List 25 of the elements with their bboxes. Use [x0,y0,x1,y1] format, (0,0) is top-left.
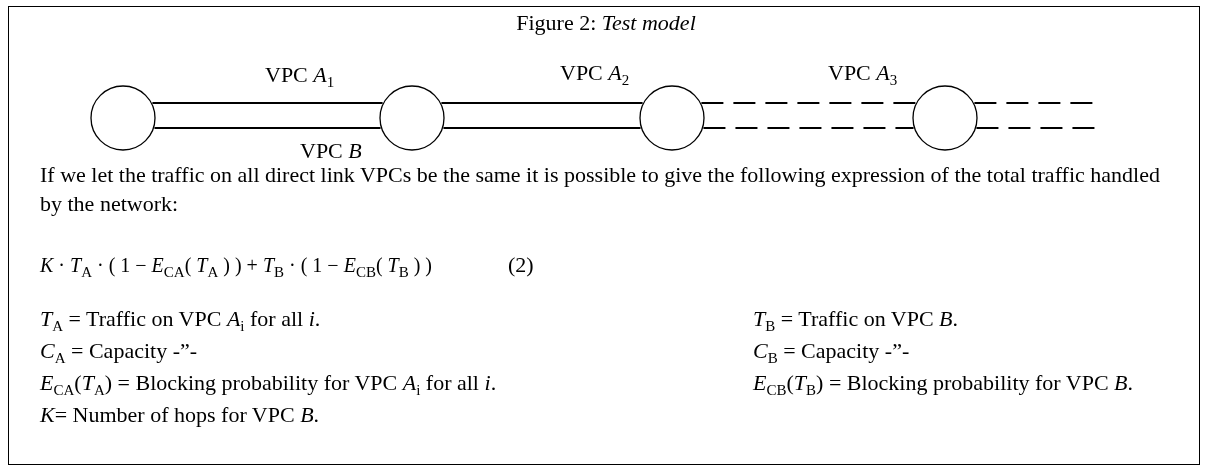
definition: C$_{A}$ = Capacity -”- [40,338,198,364]
figure-caption: Figure 2: Test model [516,10,696,36]
definition: T$_{B}$ = Traffic on VPC B. [753,306,958,332]
link-label: VPC A$_{2}$ [560,60,630,86]
definition: C$_{B}$ = Capacity -”- [753,338,910,364]
node-circle [379,85,445,151]
definition: K= Number of hops for VPC B. [40,402,320,428]
definition: E$_{CA}$(T$_{A}$) = Blocking probability for VPC A$_{i}$ for all i. [40,370,497,396]
link-line [154,126,381,130]
link-line [441,101,643,105]
paragraph: If we let the traffic on all direct link VPCs be the same it is possible to give the following expression of the total traffic handled by the network: [40,161,1161,218]
node-circle [639,85,705,151]
link-label: VPC A$_{3}$ [828,60,898,86]
equation: K · T$_{A}$ · ( 1 − E$_{CA}$( T$_{A}$ ) ) + T$_{B}$ · ( 1 − E$_{CB}$( T$_{B}$ ) ) [40,253,433,278]
link-line [701,101,916,105]
link-label: VPC A$_{1}$ [265,62,335,88]
definition: E$_{CB}$(T$_{B}$) = Blocking probability for VPC B. [753,370,1133,396]
link-label: VPC B [300,138,362,164]
node-circle [912,85,978,151]
equation-number: (2) [508,252,534,278]
definition: T$_{A}$ = Traffic on VPC A$_{i}$ for all i. [40,306,321,332]
node-circle [90,85,156,151]
link-line [443,126,641,130]
link-line [152,101,383,105]
link-line [703,126,914,130]
